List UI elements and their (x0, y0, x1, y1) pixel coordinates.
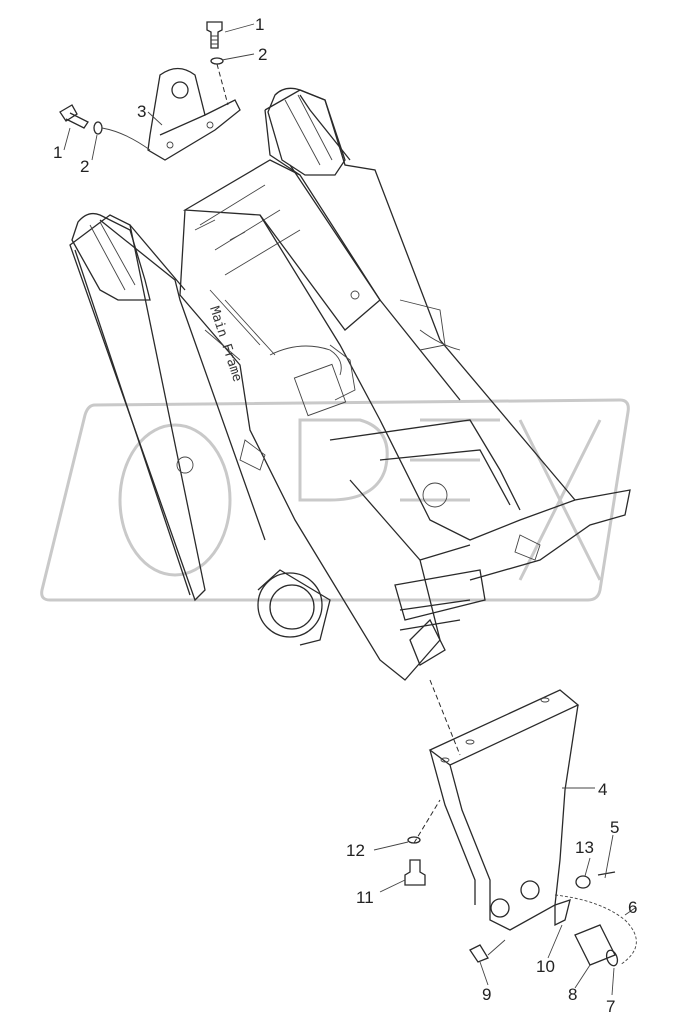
callout-4: 4 (598, 780, 607, 799)
callout-3: 3 (137, 102, 146, 121)
main-frame (69, 87, 631, 681)
callout-9: 9 (482, 985, 491, 1004)
top-bracket-part-3 (59, 21, 241, 161)
callout-7: 7 (606, 997, 615, 1016)
callout-10: 10 (536, 957, 555, 976)
callout-1-left: 1 (53, 143, 62, 162)
callout-1-top: 1 (255, 15, 264, 34)
callout-2-left: 2 (80, 157, 89, 176)
leader-lines (63, 23, 636, 996)
callout-11: 11 (356, 888, 374, 907)
callout-labels: 1 2 3 1 2 4 5 6 7 8 9 10 11 12 13 (53, 15, 637, 1016)
watermark-logo (40, 398, 630, 602)
support-stand-part-4 (404, 679, 637, 967)
main-frame-label: Main Frame (206, 305, 245, 384)
callout-2-top: 2 (258, 45, 267, 64)
callout-5: 5 (610, 818, 619, 837)
callout-8: 8 (568, 985, 577, 1004)
callout-6: 6 (628, 898, 637, 917)
callout-12: 12 (346, 841, 365, 860)
callout-13: 13 (575, 838, 594, 857)
